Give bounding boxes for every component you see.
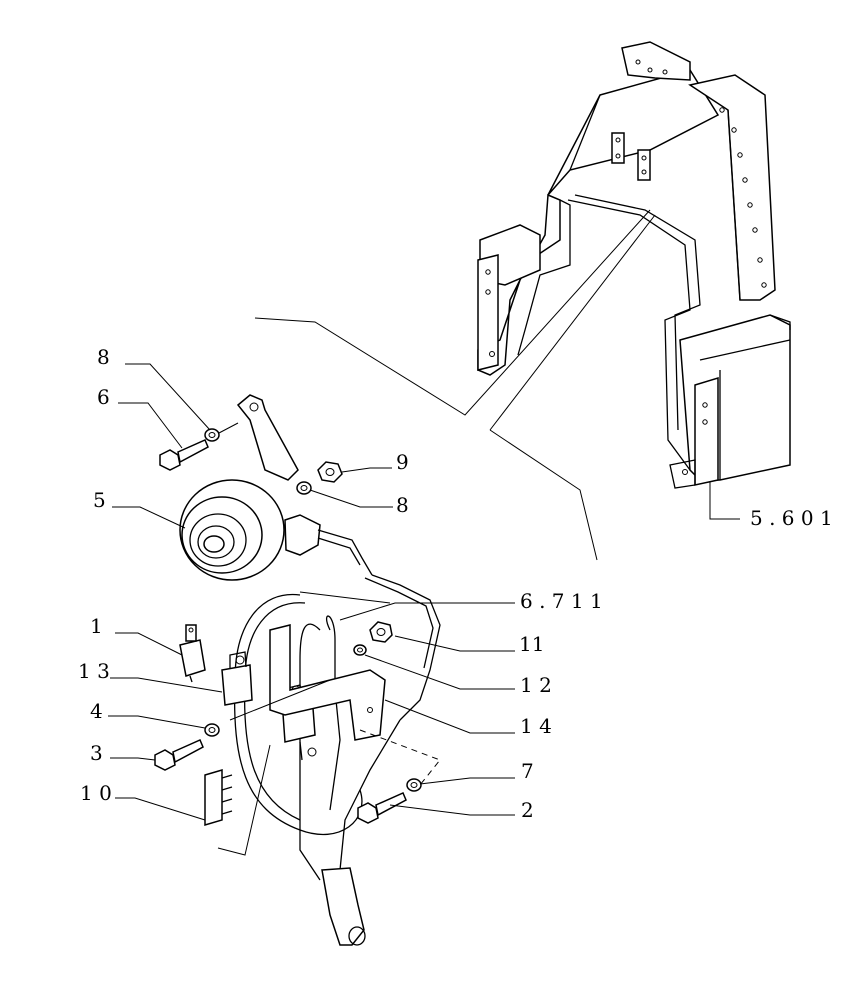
callout-7: 7 xyxy=(521,759,534,783)
callout-1: 1 xyxy=(90,614,103,638)
callout-11: 11 xyxy=(519,632,544,656)
connector-1 xyxy=(179,624,206,683)
callout-5: 5 xyxy=(93,488,106,512)
washer-7 xyxy=(406,778,422,792)
washer-12 xyxy=(353,644,367,656)
callout-12: 1 2 xyxy=(520,673,552,697)
horn xyxy=(179,479,373,581)
callout-labels: 8 6 5 9 8 5 . 6 0 1 6 . 7 1 1 1 11 1 3 1… xyxy=(78,345,833,822)
bracket-10-leader xyxy=(217,744,271,856)
callout-8-lower: 8 xyxy=(396,493,409,517)
washer-8-lower xyxy=(296,481,312,495)
callout-6711: 6 . 7 1 1 xyxy=(520,589,603,613)
washer-8-upper xyxy=(204,422,239,442)
callout-leaders xyxy=(108,363,740,821)
callout-9: 9 xyxy=(396,450,409,474)
comb-bracket-10 xyxy=(204,768,233,827)
bolt-6 xyxy=(159,439,209,471)
mounting-plate xyxy=(229,624,386,741)
callout-3: 3 xyxy=(90,741,103,765)
callout-14: 1 4 xyxy=(520,714,552,738)
callout-6: 6 xyxy=(97,385,110,409)
front-frame-bracket xyxy=(254,41,791,561)
callout-10: 1 0 xyxy=(80,781,112,805)
callout-2: 2 xyxy=(521,798,534,822)
wiring-harness xyxy=(233,574,441,946)
bolt-3 xyxy=(154,739,204,771)
washer-4 xyxy=(204,723,220,737)
nut-9 xyxy=(317,461,343,483)
horn-bracket xyxy=(236,394,299,481)
nut-11 xyxy=(369,621,393,643)
callout-8-upper: 8 xyxy=(97,345,110,369)
relay-13 xyxy=(221,651,253,706)
callout-5601: 5 . 6 0 1 xyxy=(750,506,833,530)
callout-13: 1 3 xyxy=(78,659,110,683)
bolt-2 xyxy=(357,729,441,824)
callout-4: 4 xyxy=(90,699,103,723)
